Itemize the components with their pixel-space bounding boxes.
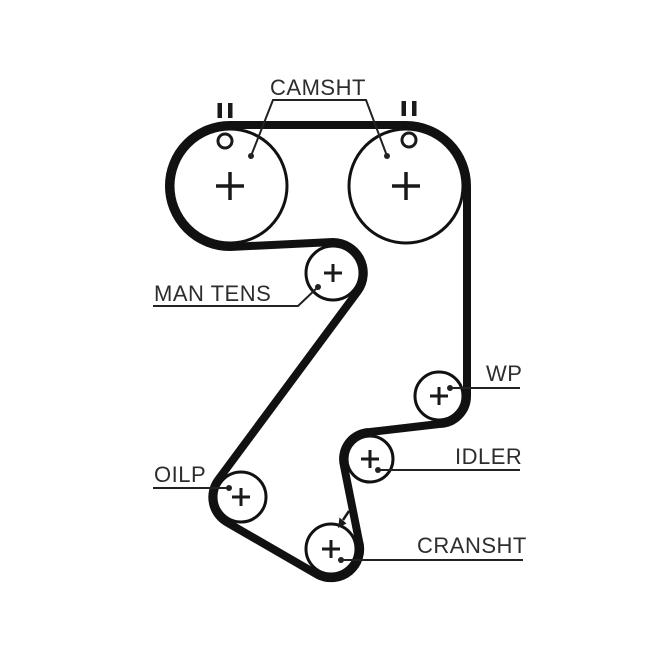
manual-tensioner-plus-mark-icon [324,264,342,282]
camshaft-pulley-left [171,103,289,245]
idler-callout: IDLER [375,444,522,473]
manual-tensioner-callout: MAN TENS [153,281,321,307]
idler-leader-dot [375,467,381,473]
manual-tensioner-leader-dot [315,284,321,290]
crankshaft-pulley [304,510,358,576]
crankshaft-label: CRANSHT [417,533,527,558]
oil-pump-callout: OILP [153,462,232,491]
crankshaft-rotation-arrow-icon [338,510,351,528]
idler-pulley [345,434,395,484]
water-pump-plus-mark-icon [430,387,448,405]
oil-pump-pulley [214,470,268,524]
camshaft-callout: CAMSHT [248,75,390,159]
crankshaft-callout: CRANSHT [338,533,527,563]
camshaft-leader-dot-right [384,153,390,159]
oil-pump-plus-mark-icon [232,488,250,506]
camshaft-right-plus-mark-icon [392,172,420,200]
water-pump-callout: WP [447,361,522,391]
camshaft-right-circle-timing-mark-icon [400,131,418,149]
timing-belt [165,121,471,583]
oil-pump-leader-dot [226,485,232,491]
manual-tensioner-label: MAN TENS [154,281,271,306]
camshaft-left-plus-mark-icon [216,172,244,200]
idler-plus-mark-icon [361,450,379,468]
camshaft-pulley-right [347,101,465,245]
camshaft-label: CAMSHT [270,75,366,100]
crankshaft-leader-dot [338,557,344,563]
camshaft-right-double-bar-timing-mark-icon [401,101,417,116]
crankshaft-plus-mark-icon [322,540,340,558]
water-pump-pulley [413,370,465,422]
camshaft-left-circle-timing-mark-icon [216,132,234,150]
water-pump-label: WP [486,361,522,386]
camshaft-leader-line [250,99,388,157]
idler-label: IDLER [455,444,522,469]
camshaft-leader-dot-left [248,153,254,159]
oil-pump-label: OILP [154,462,206,487]
water-pump-leader-dot [447,385,453,391]
manual-tensioner-leader-line [153,286,319,307]
camshaft-left-double-bar-timing-mark-icon [217,103,233,118]
